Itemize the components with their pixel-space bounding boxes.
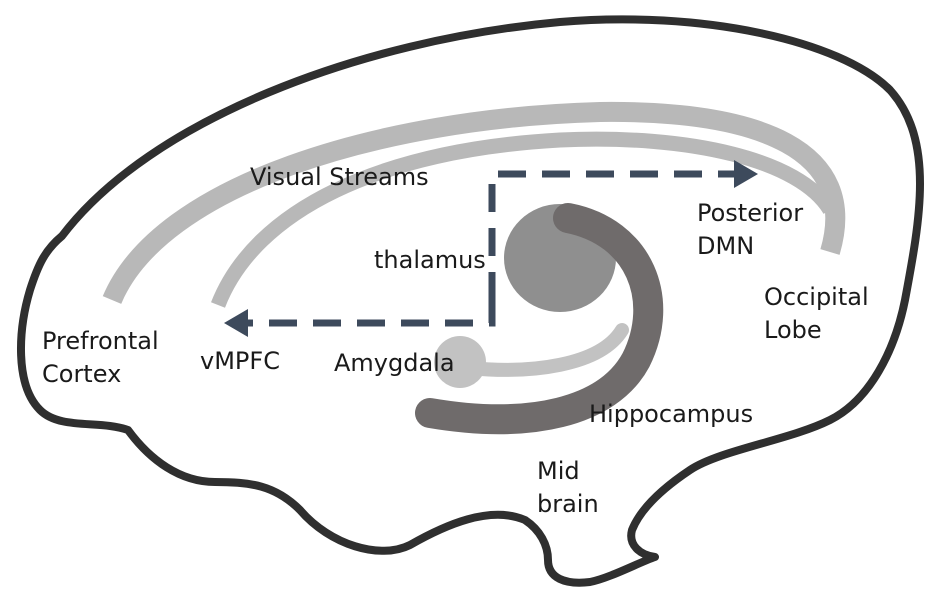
visual-stream-inner [211, 131, 837, 308]
label-midbrain-line2: brain [537, 490, 599, 518]
visual-stream-outer [102, 101, 846, 305]
label-prefrontal-cortex: Prefrontal Cortex [42, 325, 159, 391]
arrow-to-vmpfc [248, 298, 496, 327]
label-posterior-dmn-line1: Posterior [697, 199, 804, 227]
label-midbrain: Mid brain [537, 455, 599, 521]
label-thalamus: thalamus [374, 246, 486, 274]
label-prefrontal-cortex-line2: Cortex [42, 360, 122, 388]
label-posterior-dmn-line2: DMN [697, 232, 755, 260]
label-visual-streams: Visual Streams [250, 163, 429, 191]
hippocampus-shape [415, 203, 664, 435]
label-prefrontal-cortex-line1: Prefrontal [42, 327, 159, 355]
arrowhead-posterior-dmn [734, 160, 758, 188]
label-occipital-lobe: Occipital Lobe [764, 281, 869, 347]
label-vmpfc: vMPFC [200, 347, 280, 375]
brain-outline [17, 15, 924, 587]
label-hippocampus: Hippocampus [589, 400, 754, 428]
label-midbrain-line1: Mid [537, 457, 580, 485]
arrow-to-posterior-dmn [488, 170, 736, 300]
label-posterior-dmn: Posterior DMN [697, 197, 803, 263]
label-occipital-lobe-line2: Lobe [764, 316, 822, 344]
arrowhead-vmpfc [224, 309, 248, 337]
label-amygdala: Amygdala [334, 349, 455, 377]
amygdala-hippocampus-band [463, 323, 629, 377]
label-occipital-lobe-line1: Occipital [764, 283, 869, 311]
